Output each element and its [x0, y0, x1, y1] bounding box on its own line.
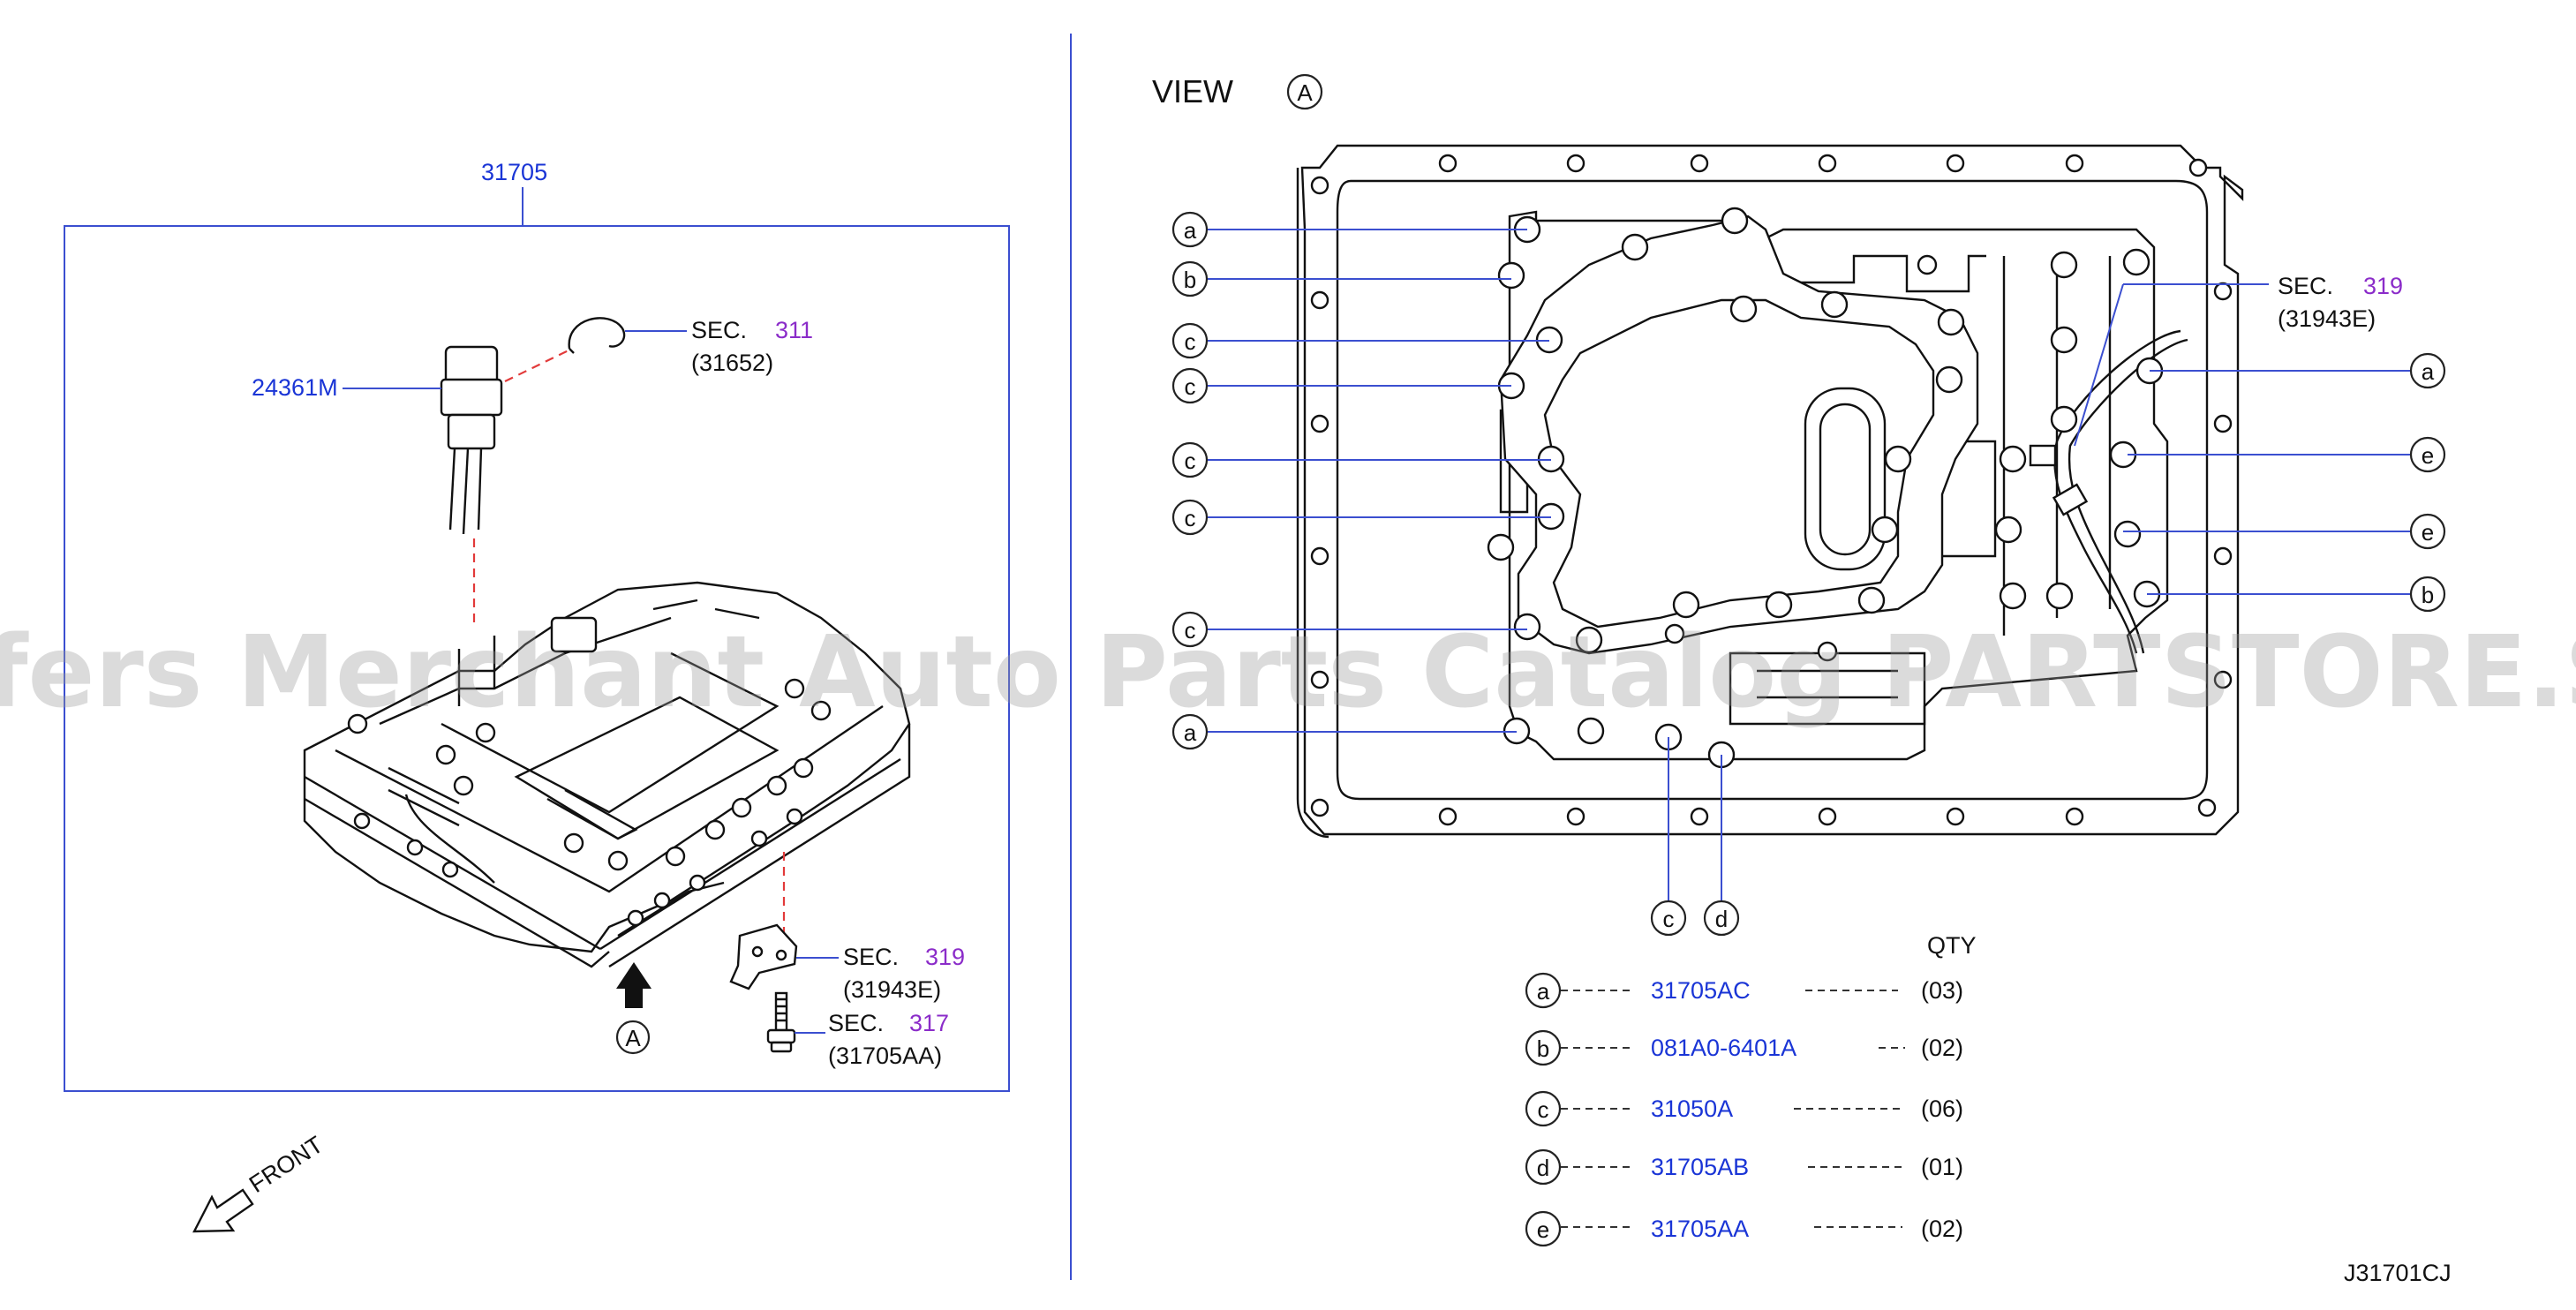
callout-left-8: a [1171, 713, 1209, 750]
svg-text:c: c [1185, 505, 1196, 531]
right-callouts [2074, 283, 2410, 595]
callout-left-7: c [1171, 611, 1209, 648]
sec-319-subpart: (31943E) [843, 976, 941, 1003]
watermark-text: Offers Merchant Auto Parts Catalog PARTS… [0, 615, 2576, 730]
svg-text:b: b [1537, 1035, 1549, 1062]
qty-row-b: b 081A0-6401A (02) [1525, 1029, 1963, 1066]
control-valve-drawing [303, 581, 911, 968]
svg-text:c: c [1538, 1096, 1549, 1123]
svg-text:d: d [1537, 1155, 1549, 1181]
svg-text:c: c [1185, 373, 1196, 400]
qty-part-31705AB[interactable]: 31705AB [1651, 1154, 1749, 1180]
qty-part-31705AC[interactable]: 31705AC [1651, 977, 1751, 1004]
callout-right-4: b [2409, 576, 2446, 613]
svg-text:c: c [1185, 448, 1196, 474]
qty-header: QTY [1927, 932, 1977, 959]
svg-text:b: b [2422, 582, 2434, 608]
view-sec-319-number[interactable]: 319 [2363, 273, 2403, 299]
oil-pan-drawing [1296, 144, 2244, 839]
callout-left-4: c [1171, 367, 1209, 404]
svg-text:A: A [1297, 79, 1313, 106]
callout-left-5: c [1171, 441, 1209, 478]
svg-text:c: c [1185, 617, 1196, 644]
view-sec-319-label: SEC. [2278, 273, 2333, 299]
view-a-marker [615, 1020, 651, 1055]
svg-text:(02): (02) [1921, 1035, 1963, 1061]
view-a-arrow [616, 962, 652, 1008]
qty-row-d: d 31705AB (01) [1525, 1148, 1963, 1186]
svg-text:e: e [2422, 442, 2434, 469]
bracket-drawing [729, 923, 798, 990]
callout-left-1: a [1171, 211, 1209, 248]
svg-text:(06): (06) [1921, 1095, 1963, 1122]
valve-body-view-drawing [1499, 210, 2188, 761]
callout-left-6: c [1171, 499, 1209, 536]
svg-text:e: e [1537, 1216, 1549, 1243]
front-label: FRONT [245, 1131, 328, 1198]
svg-text:a: a [1184, 217, 1197, 244]
qty-row-e: e 31705AA (02) [1525, 1210, 1963, 1247]
diagram-code: J31701CJ [2344, 1260, 2452, 1286]
assembly-box [64, 225, 1010, 1092]
callout-right-3: e [2409, 513, 2446, 550]
qty-part-31050A[interactable]: 31050A [1651, 1095, 1733, 1122]
sec-317-subpart: (31705AA) [828, 1043, 942, 1069]
svg-text:c: c [1185, 328, 1196, 355]
part-31705-label[interactable]: 31705 [481, 159, 547, 185]
view-title-marker [1286, 73, 1323, 110]
callout-bottom-2: d [1703, 900, 1740, 937]
callout-right-1: a [2409, 352, 2446, 389]
svg-text:(02): (02) [1921, 1216, 1963, 1242]
qty-row-c: c 31050A (06) [1525, 1090, 1963, 1127]
svg-text:d: d [1715, 906, 1728, 932]
svg-text:e: e [2422, 519, 2434, 546]
part-24361M-label[interactable]: 24361M [252, 374, 338, 401]
svg-text:A: A [625, 1025, 641, 1051]
svg-text:b: b [1184, 267, 1196, 293]
svg-text:(01): (01) [1921, 1154, 1963, 1180]
sec-319-label: SEC. [843, 944, 899, 970]
sec-319-number[interactable]: 319 [925, 944, 965, 970]
valve-bolts [347, 678, 832, 927]
solenoid-connector-drawing [440, 345, 503, 535]
snap-ring-drawing [568, 317, 626, 350]
sec-317-label: SEC. [828, 1010, 884, 1036]
callout-left-3: c [1171, 322, 1209, 359]
svg-text:c: c [1663, 906, 1675, 932]
front-arrow [192, 1188, 254, 1233]
bolt-drawing [766, 991, 796, 1053]
sec-311-number[interactable]: 311 [775, 317, 813, 343]
view-sec-319-subpart: (31943E) [2278, 305, 2376, 332]
qty-part-31705AA[interactable]: 31705AA [1651, 1216, 1749, 1242]
view-title: VIEW [1152, 73, 1233, 109]
sec-311-subpart: (31652) [691, 350, 773, 376]
callout-bottom-1: c [1650, 900, 1687, 937]
callout-right-2: e [2409, 436, 2446, 473]
sec-311-label: SEC. [691, 317, 747, 343]
sec-317-number[interactable]: 317 [909, 1010, 949, 1036]
valve-body-view-bolts [1487, 207, 2164, 769]
callout-left-2: b [1171, 260, 1209, 297]
svg-text:a: a [1184, 719, 1197, 746]
left-callouts [1207, 229, 1551, 733]
svg-text:(03): (03) [1921, 977, 1963, 1004]
qty-row-a: a 31705AC (03) [1525, 972, 1963, 1009]
qty-part-081A0-6401A[interactable]: 081A0-6401A [1651, 1035, 1796, 1061]
svg-text:a: a [2422, 358, 2435, 385]
svg-text:a: a [1537, 978, 1550, 1005]
